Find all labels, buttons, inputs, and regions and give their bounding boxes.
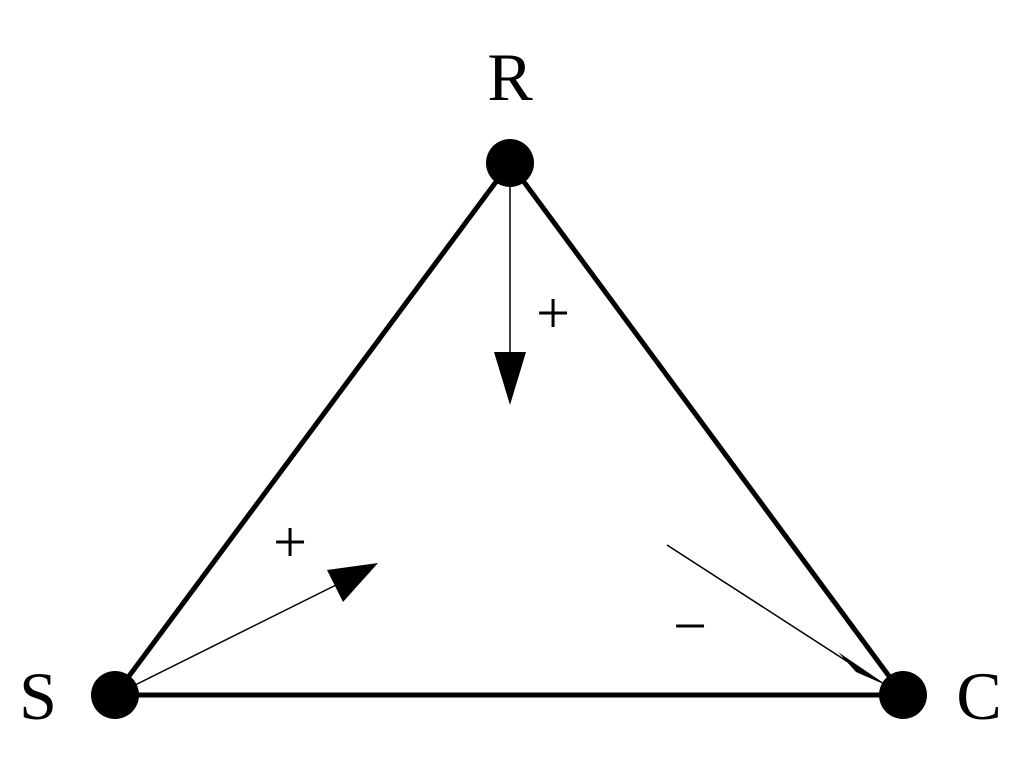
arrow-to-c-shaft bbox=[666, 544, 849, 663]
node-r-label: R bbox=[487, 39, 533, 115]
edge-r-c bbox=[507, 160, 906, 698]
arrow-s-inward-shaft bbox=[114, 583, 339, 696]
edge-r-s bbox=[112, 160, 513, 698]
node-c-dot bbox=[879, 671, 927, 719]
node-s-dot bbox=[91, 671, 139, 719]
sign-r-down: + bbox=[536, 280, 570, 346]
node-c-label: C bbox=[956, 658, 1001, 734]
arrow-r-down bbox=[494, 163, 526, 405]
node-r-dot bbox=[486, 139, 534, 187]
arrow-r-down-head bbox=[494, 352, 526, 405]
sign-to-c: − bbox=[673, 593, 707, 659]
arrow-s-inward-head bbox=[327, 563, 378, 602]
arrow-to-c bbox=[666, 544, 888, 686]
node-s-label: S bbox=[19, 658, 57, 734]
arrow-to-c-head bbox=[838, 652, 888, 686]
sign-s-inward: + bbox=[273, 509, 307, 575]
arrow-s-inward bbox=[114, 563, 378, 696]
